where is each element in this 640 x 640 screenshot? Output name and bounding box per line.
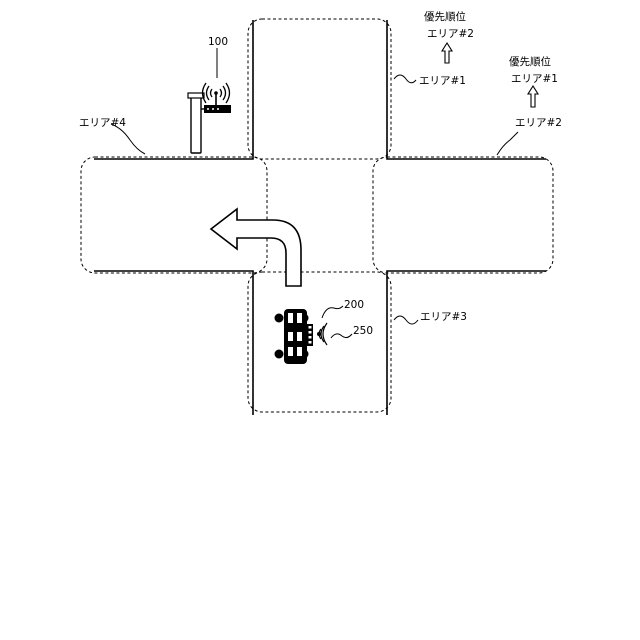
priority-1-header: 優先順位 [424,10,466,23]
area-south-region [248,272,391,412]
vehicle-ref-label: 200 [344,299,364,311]
north-road-right-edge [387,20,546,159]
area-north-region [248,19,391,159]
area-west-label: エリア#4 [79,117,126,129]
up-arrow-icon [442,43,452,63]
vehicle-icon [275,309,314,364]
area-north-label: エリア#1 [419,75,466,87]
device-leader-line [331,334,352,338]
area-regions [81,19,553,412]
priority-2-header: 優先順位 [509,55,551,68]
area-east-label: エリア#2 [515,117,562,129]
priority-1-item: エリア#2 [427,28,474,40]
roadside-unit-icon [188,91,231,153]
vehicle-leader-line [322,306,343,318]
area-south-label: エリア#3 [420,311,467,323]
south-road-left-edge [94,271,253,415]
area-west-region [81,157,267,273]
device-ref-label: 250 [353,325,373,337]
turn-arrow-icon [211,209,301,286]
area-north-leader [394,75,416,83]
priority-2-item: エリア#1 [511,73,558,85]
south-road-right-edge [387,271,546,415]
area-east-region [373,157,553,273]
priority-column-2: 優先順位 エリア#1 [509,55,558,107]
device-signal-icon [318,323,327,345]
area-south-leader [394,316,418,324]
road-edges [94,20,546,415]
rsu-ref-label: 100 [208,36,228,48]
up-arrow-icon [528,86,538,107]
priority-column-1: 優先順位 エリア#2 [424,10,474,63]
area-east-leader [497,132,518,155]
